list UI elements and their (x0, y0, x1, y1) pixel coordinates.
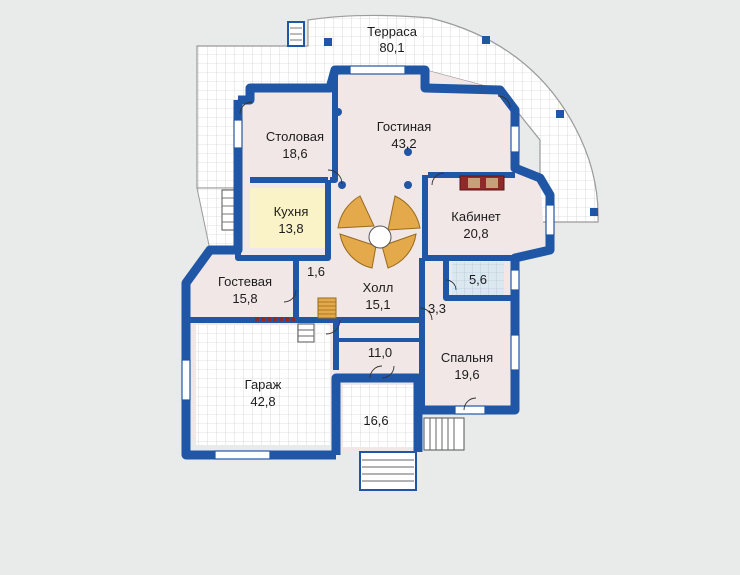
wc-area: 1,6 (307, 264, 325, 279)
study-name: Кабинет (451, 209, 500, 224)
terrace-name: Терраса (367, 24, 418, 39)
study-area: 20,8 (463, 226, 488, 241)
porch-floor (342, 385, 418, 447)
doors (239, 95, 511, 411)
living-area: 43,2 (391, 136, 416, 151)
fireplaces (255, 175, 505, 321)
entrance-steps (297, 323, 465, 491)
columns (334, 108, 412, 189)
living-name: Гостиная (377, 119, 432, 134)
terrace-area: 80,1 (379, 40, 404, 55)
bath-area: 5,6 (469, 272, 487, 287)
room-labels: Терраса 80,1 Столовая 18,6 Гостиная 43,2… (218, 24, 501, 428)
guest-area: 15,8 (232, 291, 257, 306)
hall-name: Холл (363, 280, 394, 295)
garage-area: 42,8 (250, 394, 275, 409)
garage-name: Гараж (245, 377, 282, 392)
dining-name: Столовая (266, 129, 324, 144)
corridor-area: 3,3 (428, 301, 446, 316)
bedroom-area: 19,6 (454, 367, 479, 382)
hall-area: 15,1 (365, 297, 390, 312)
garage-floor (196, 325, 330, 445)
bath-floor (452, 262, 504, 300)
guest-name: Гостевая (218, 274, 272, 289)
kitchen-floor (250, 188, 328, 248)
windows (181, 65, 555, 460)
service-stair (317, 297, 337, 319)
kitchen-area: 13,8 (278, 221, 303, 236)
dining-area: 18,6 (282, 146, 307, 161)
bedroom-name: Спальня (441, 350, 493, 365)
vestibule-area: 11,0 (368, 345, 392, 360)
spiral-stair (337, 195, 421, 269)
porch-area: 16,6 (363, 413, 388, 428)
kitchen-name: Кухня (274, 204, 309, 219)
